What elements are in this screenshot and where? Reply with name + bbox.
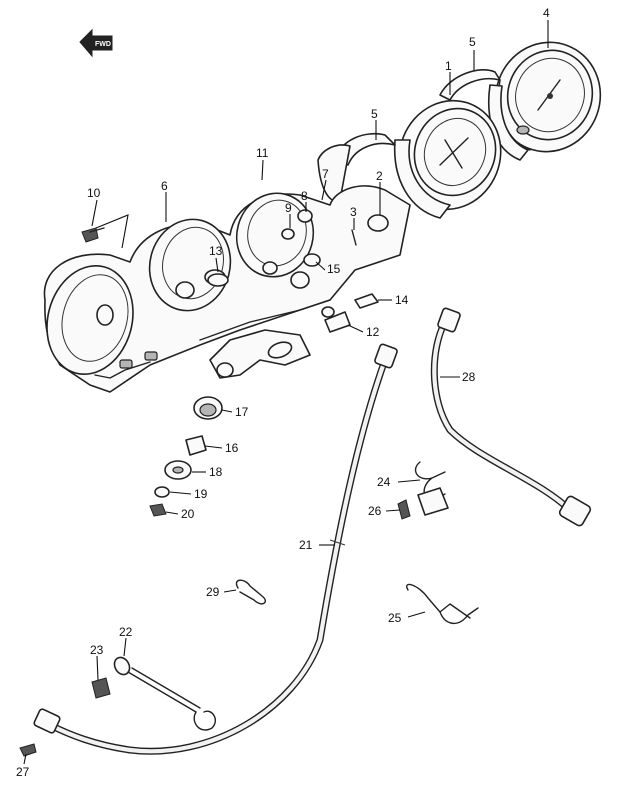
callout-9: 9: [285, 201, 292, 215]
callout-3: 3: [350, 205, 357, 219]
callout-23: 23: [90, 643, 104, 657]
callout-27: 27: [16, 765, 30, 779]
callout-8: 8: [301, 189, 308, 203]
callout-6: 6: [161, 179, 168, 193]
callout-25: 25: [388, 611, 402, 625]
callout-18: 18: [209, 465, 223, 479]
callout-1: 1: [445, 59, 452, 73]
callout-14: 14: [395, 293, 409, 307]
callout-24: 24: [377, 475, 391, 489]
cable-clip-25: [406, 583, 479, 624]
fwd-label: FWD: [95, 41, 111, 48]
meter-cover: [317, 133, 396, 202]
speedometer-cable: [33, 343, 398, 755]
callout-7: 7: [322, 167, 329, 181]
callout-5-upper: 5: [469, 35, 476, 49]
callout-4: 4: [543, 6, 550, 20]
callout-labels: 4 5 1 5 2 3 7 8 9 11 6 10 13 15 14 12 17…: [16, 6, 550, 779]
callout-5-lower: 5: [371, 107, 378, 121]
stacked-parts: [149, 396, 223, 517]
callout-21: 21: [299, 538, 313, 552]
callout-22: 22: [119, 625, 133, 639]
callout-17: 17: [235, 405, 249, 419]
callout-26: 26: [368, 504, 382, 518]
cable-clamp: [397, 461, 449, 520]
callout-28: 28: [462, 370, 476, 384]
callout-2: 2: [376, 169, 383, 183]
callout-20: 20: [181, 507, 195, 521]
meter-screws: [81, 209, 389, 333]
callout-13: 13: [209, 244, 223, 258]
callout-16: 16: [225, 441, 239, 455]
ground-wire: [113, 656, 216, 731]
bolt-23: [91, 677, 111, 699]
tachometer-cable: [430, 307, 592, 527]
callout-11: 11: [256, 146, 269, 160]
cable-clip-29: [235, 579, 266, 605]
bezel-ring: [439, 68, 501, 101]
meter-case: [43, 185, 411, 393]
meter-bracket: [209, 329, 311, 379]
screw-27: [19, 743, 37, 757]
callout-15: 15: [327, 262, 341, 276]
callout-10: 10: [87, 186, 101, 200]
callout-19: 19: [194, 487, 208, 501]
speedometer-assembly: [488, 41, 602, 161]
tachometer-gauge: [393, 99, 502, 219]
fwd-arrow-badge: FWD: [79, 28, 113, 58]
callout-29: 29: [206, 585, 220, 599]
leader-lines: [23, 20, 549, 765]
callout-12: 12: [366, 325, 380, 339]
